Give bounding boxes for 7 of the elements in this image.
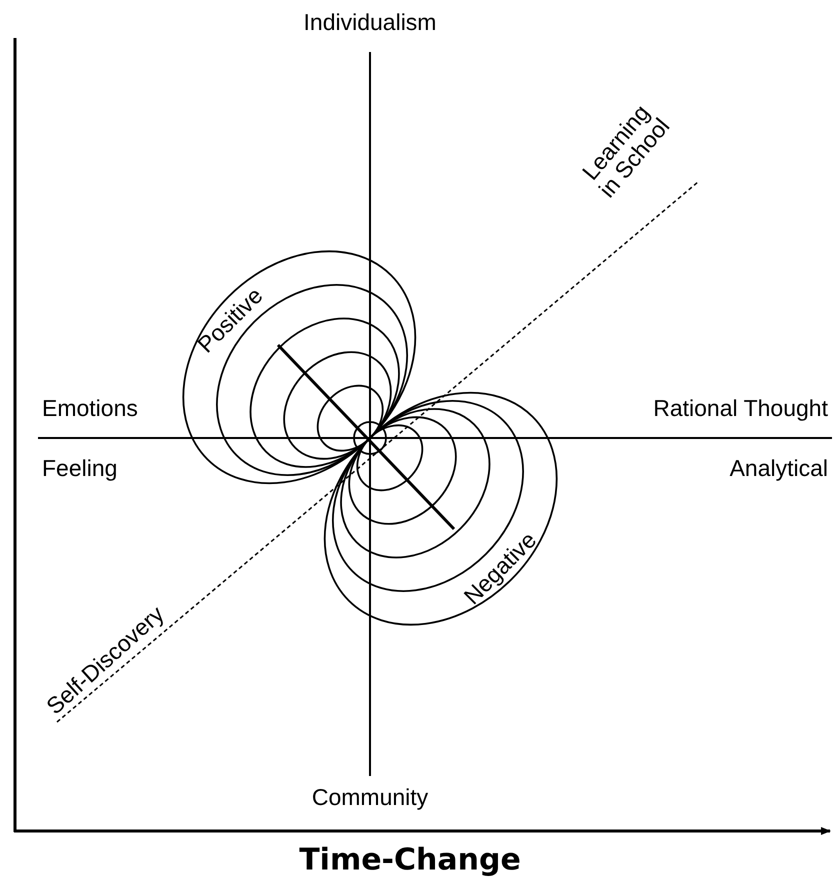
axis-end-label: Community (312, 784, 428, 810)
axis-end-label: Rational Thought (653, 396, 828, 420)
axis-title: Time-Change (299, 844, 521, 876)
axis-end-label: Emotions (42, 396, 138, 420)
axis-end-label: Individualism (304, 10, 436, 34)
axis-end-label: Analytical (730, 456, 828, 480)
axis-end-label: Feeling (42, 456, 118, 480)
